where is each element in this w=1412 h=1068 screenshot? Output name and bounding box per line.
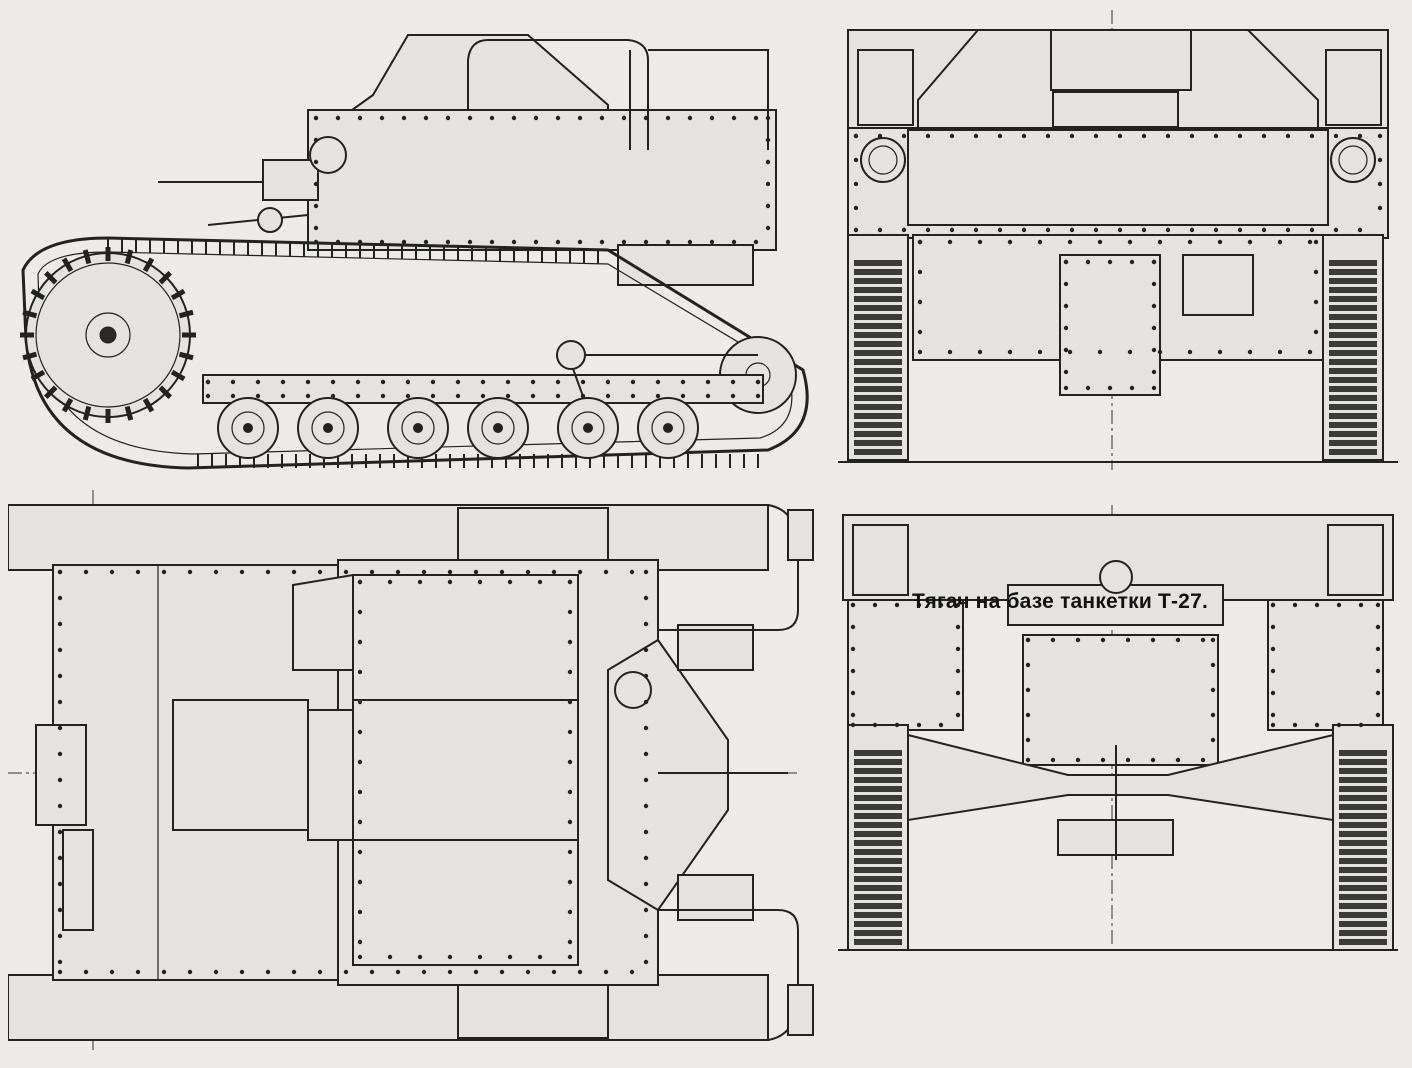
suspension-beam [202, 374, 764, 404]
rear-view [838, 505, 1398, 955]
front-access-panel [1059, 254, 1161, 396]
rivets [57, 569, 649, 975]
road-wheels [217, 397, 699, 459]
gun-mount [262, 159, 319, 201]
headlight [309, 136, 347, 174]
rivets [850, 602, 1381, 763]
engine-deck [172, 699, 309, 831]
hull-lower-box [617, 244, 754, 286]
front-right-hatch [677, 874, 754, 921]
track-outline [21, 236, 809, 470]
rear-left-box [852, 524, 909, 596]
rivets [205, 115, 771, 399]
left-headlight [860, 137, 906, 183]
right-stowage-box [1325, 49, 1382, 126]
rear-access-door [1022, 634, 1219, 766]
figure-caption: Тягач на базе танкетки Т-27. [912, 590, 1208, 613]
track-links [107, 239, 759, 468]
rear-right-box [1327, 524, 1384, 596]
hull-side-plate [307, 109, 777, 251]
left-stowage-box [857, 49, 914, 126]
side-view [8, 10, 818, 475]
driver-hatch [1052, 91, 1179, 128]
turret-roof [352, 574, 579, 966]
right-headlight [1330, 137, 1376, 183]
top-view [8, 490, 818, 1060]
rivets [853, 133, 1383, 391]
front-left-hatch [677, 624, 754, 671]
front-view [838, 10, 1398, 480]
sprocket-teeth [20, 247, 196, 423]
grab-rail [467, 39, 649, 150]
rear-tow-box [35, 724, 87, 826]
